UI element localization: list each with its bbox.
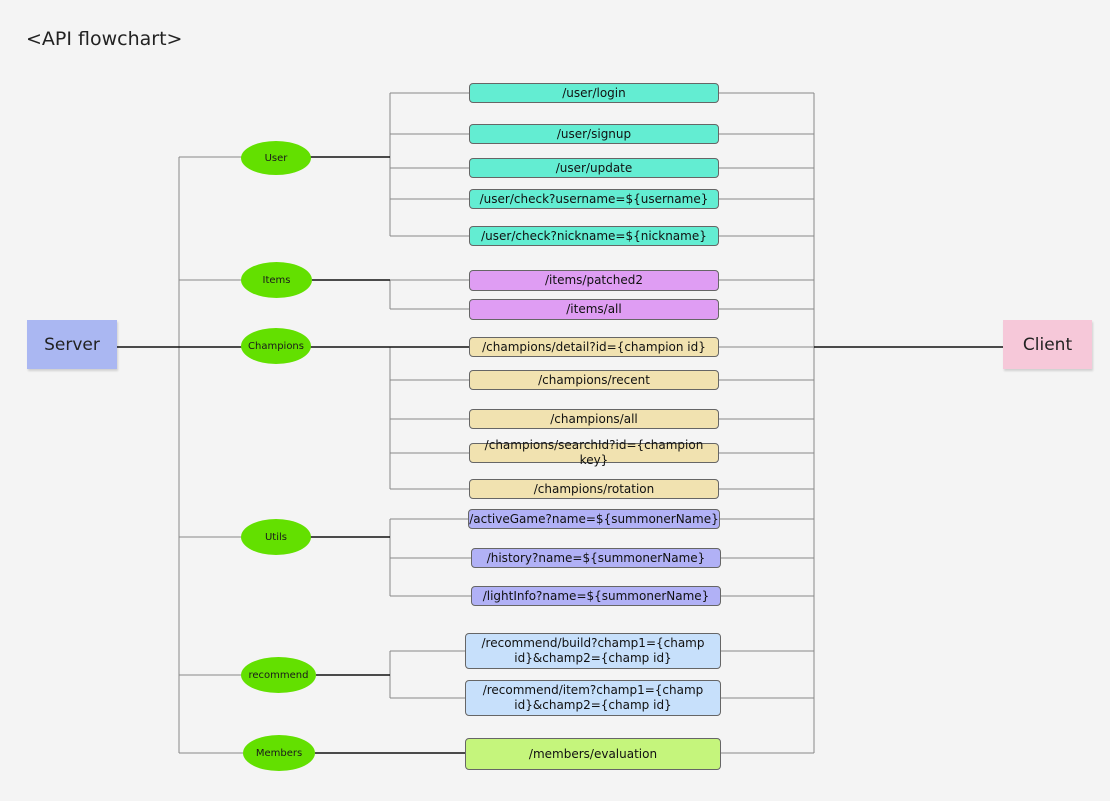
endpoint-user-check-username-label: /user/check?username=${username} (479, 191, 709, 206)
category-champions-label: Champions (248, 340, 304, 352)
category-members: Members (243, 735, 315, 771)
endpoint-champions-all-label: /champions/all (550, 411, 638, 426)
endpoint-champions-recent-label: /champions/recent (538, 372, 650, 387)
category-champions: Champions (241, 328, 311, 364)
endpoint-light-info-label: /lightInfo?name=${summonerName} (482, 588, 710, 603)
endpoint-active-game: /activeGame?name=${summonerName} (468, 509, 720, 529)
server-label: Server (44, 334, 100, 355)
category-user-label: User (264, 152, 288, 164)
endpoint-items-all: /items/all (469, 299, 719, 320)
endpoint-champions-searchid-label: /champions/searchId?id={champion key} (484, 438, 704, 467)
endpoint-recommend-item: /recommend/item?champ1={champ id}&champ2… (465, 680, 721, 716)
endpoint-recommend-item-line2: id}&champ2={champ id} (514, 698, 672, 712)
endpoint-user-check-nickname-label: /user/check?nickname=${nickname} (481, 228, 707, 243)
client-label: Client (1022, 334, 1073, 355)
endpoint-recommend-item-line1: /recommend/item?champ1={champ (482, 683, 704, 697)
endpoint-items-all-label: /items/all (566, 302, 622, 316)
endpoint-recommend-build-line1: /recommend/build?champ1={champ (481, 636, 705, 650)
endpoint-champions-rotation: /champions/rotation (469, 479, 719, 499)
client-node: Client (1003, 320, 1092, 369)
endpoint-recommend-build-line2: id}&champ2={champ id} (514, 651, 672, 665)
endpoint-members-evaluation-label: /members/evaluation (528, 746, 658, 761)
endpoint-items-patched2: /items/patched2 (469, 270, 719, 291)
category-recommend-label: recommend (248, 669, 309, 681)
category-members-label: Members (255, 747, 303, 759)
category-utils-label: Utils (264, 531, 287, 543)
endpoint-champions-searchid: /champions/searchId?id={champion key} (469, 438, 719, 467)
endpoint-champions-detail-label: /champions/detail?id={champion id} (482, 339, 706, 354)
category-items: Items (241, 262, 312, 298)
endpoint-champions-detail: /champions/detail?id={champion id} (469, 337, 719, 357)
endpoint-user-update-label: /user/update (555, 160, 633, 175)
endpoint-recommend-build: /recommend/build?champ1={champ id}&champ… (465, 633, 721, 669)
endpoint-user-check-nickname: /user/check?nickname=${nickname} (469, 226, 719, 246)
endpoint-user-login: /user/login (469, 83, 719, 103)
endpoint-items-patched2-label: /items/patched2 (545, 273, 643, 287)
endpoint-active-game-label: /activeGame?name=${summonerName} (469, 511, 719, 526)
server-node: Server (27, 320, 117, 369)
endpoint-user-update: /user/update (469, 158, 719, 178)
endpoint-light-info: /lightInfo?name=${summonerName} (471, 586, 721, 606)
endpoint-members-evaluation: /members/evaluation (465, 738, 721, 770)
endpoint-user-login-label: /user/login (562, 85, 626, 100)
endpoint-champions-all: /champions/all (469, 409, 719, 429)
endpoint-user-signup-label: /user/signup (556, 126, 632, 141)
category-utils: Utils (241, 519, 311, 555)
endpoint-user-check-username: /user/check?username=${username} (469, 189, 719, 209)
endpoint-user-signup: /user/signup (469, 124, 719, 144)
endpoint-champions-recent: /champions/recent (469, 370, 719, 390)
category-recommend: recommend (241, 657, 316, 693)
endpoint-history: /history?name=${summonerName} (471, 548, 721, 568)
category-user: User (241, 141, 311, 175)
endpoint-history-label: /history?name=${summonerName} (486, 550, 706, 565)
category-items-label: Items (262, 274, 291, 286)
endpoint-champions-rotation-label: /champions/rotation (533, 481, 655, 496)
diagram-title: <API flowchart> (26, 28, 183, 50)
